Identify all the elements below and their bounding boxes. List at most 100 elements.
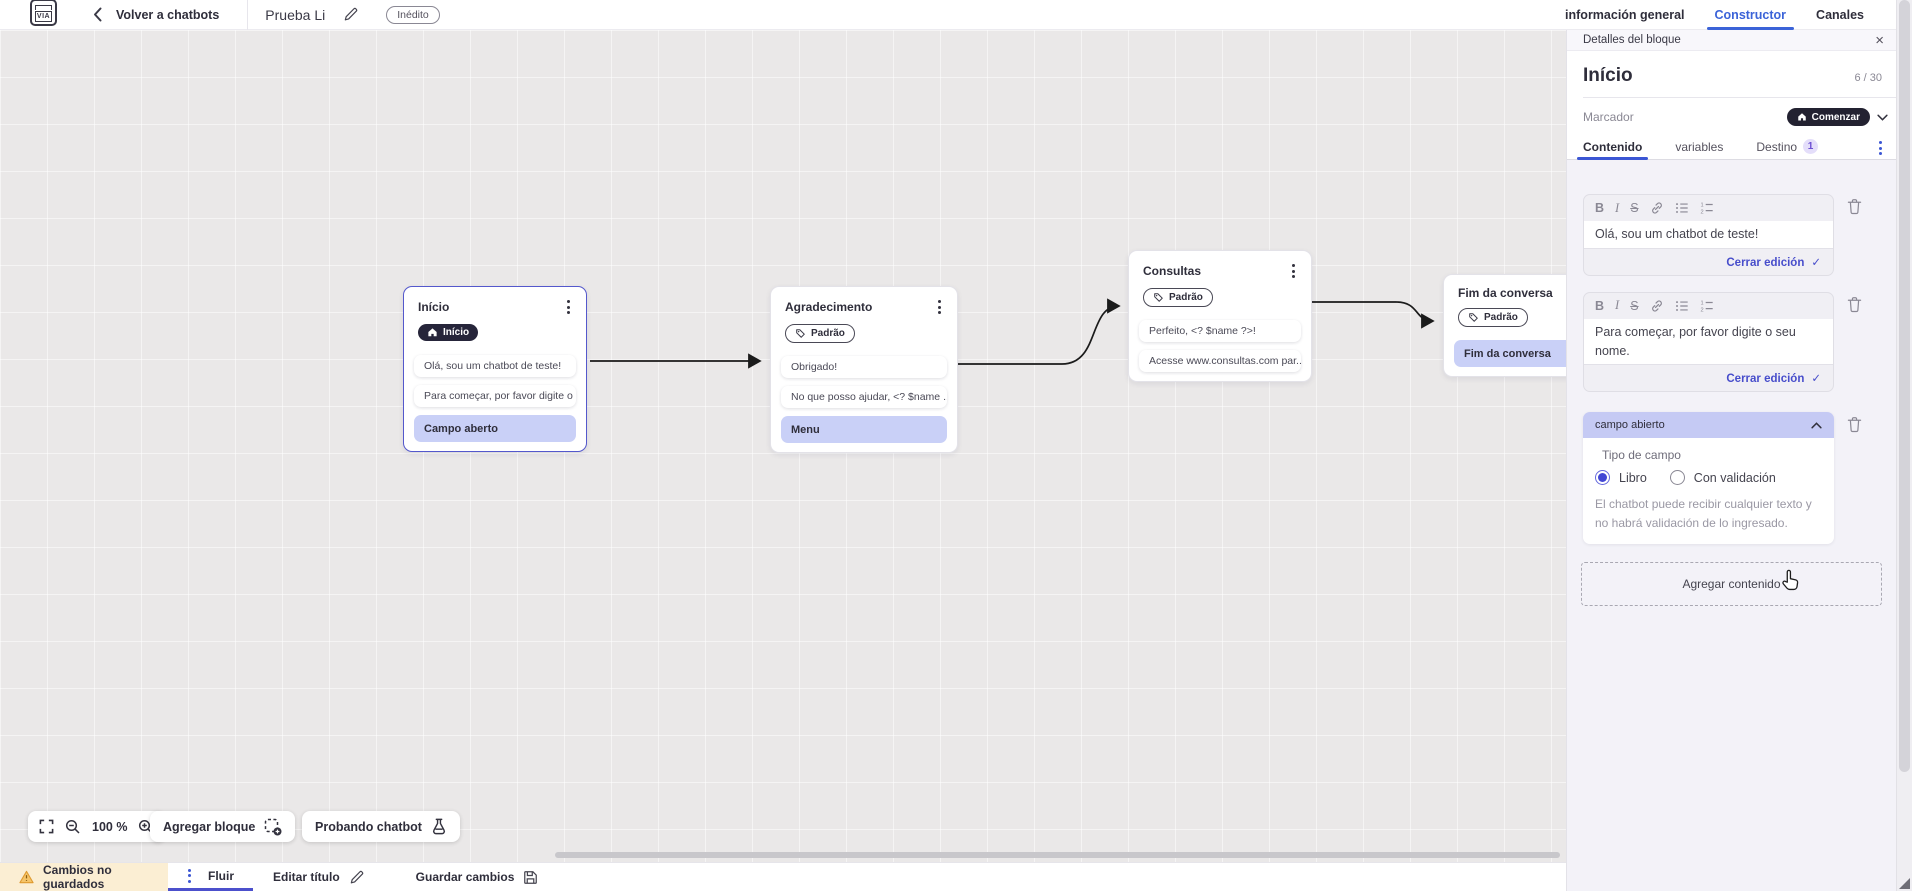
tag-icon [1469, 313, 1478, 322]
link-icon[interactable] [1650, 299, 1664, 313]
svg-text:2: 2 [1700, 307, 1703, 313]
add-block-button[interactable]: Agregar bloque [150, 811, 296, 842]
block-item[interactable]: Acesse www.consultas.com par... [1139, 350, 1301, 372]
flow-canvas[interactable]: Início Início Olá, sou um chatbot de tes… [0, 30, 1566, 862]
trash-icon [1847, 417, 1862, 433]
marker-select[interactable]: Comenzar [1786, 108, 1888, 126]
radio-libro[interactable] [1595, 470, 1610, 486]
save-changes-label: Guardar cambios [415, 870, 515, 884]
tab-variables[interactable]: variables [1675, 139, 1724, 154]
block-menu-icon[interactable] [934, 298, 945, 316]
link-icon[interactable] [1650, 201, 1664, 215]
italic-icon[interactable]: I [1615, 200, 1620, 215]
add-block-label: Agregar bloque [163, 819, 256, 834]
divider [1583, 97, 1896, 98]
edge-consultas-fim[interactable] [1312, 301, 1435, 329]
block-marker-badge: Padrão [1143, 288, 1213, 307]
pencil-icon [344, 7, 358, 21]
block-item[interactable]: Perfeito, <? $name ?>! [1139, 320, 1301, 342]
char-counter: 6 / 30 [1854, 72, 1882, 84]
svg-text:1: 1 [1700, 203, 1703, 209]
block-item-fim[interactable]: Fim da conversa [1454, 340, 1566, 367]
chatbot-title: Prueba Li [265, 6, 326, 23]
tab-constructor[interactable]: Constructor [1706, 0, 1794, 30]
canvas-horizontal-scrollbar[interactable] [555, 852, 1560, 858]
message-text-input[interactable]: Para começar, por favor digite o seu nom… [1584, 318, 1833, 365]
back-to-chatbots-button[interactable]: Volver a chatbots [93, 7, 219, 22]
chevron-up-icon [1811, 422, 1822, 429]
bottom-bar: Cambios no guardados Fluir Editar título… [0, 862, 1566, 891]
italic-icon[interactable]: I [1615, 298, 1620, 313]
close-edit-button[interactable]: Cerrar edición✓ [1584, 247, 1833, 275]
panel-title: Detalles del bloque [1583, 34, 1681, 46]
zoom-out-icon [65, 819, 80, 834]
field-help-text: El chatbot puede recibir cualquier texto… [1595, 497, 1812, 530]
open-field-header[interactable]: campo abierto [1583, 412, 1834, 439]
tab-contenido[interactable]: Contenido [1576, 134, 1649, 160]
flow-block-consultas[interactable]: Consultas Padrão Perfeito, <? $name ?>! … [1128, 250, 1312, 382]
delete-content-button[interactable] [1847, 296, 1862, 313]
logo-text: VIA [34, 11, 53, 22]
chevron-left-icon [94, 7, 102, 22]
delete-content-button[interactable] [1847, 198, 1862, 215]
test-chatbot-button[interactable]: Probando chatbot [302, 811, 460, 842]
panel-menu-icon[interactable] [1875, 139, 1886, 157]
topbar: VIA Volver a chatbots Prueba Li Inédito … [0, 0, 1912, 30]
delete-content-button[interactable] [1847, 416, 1862, 433]
flow-tab-menu-icon[interactable] [184, 867, 195, 885]
block-title: Agradecimento [785, 300, 873, 314]
flow-block-inicio[interactable]: Início Início Olá, sou um chatbot de tes… [403, 286, 587, 452]
zoom-out-button[interactable] [65, 819, 81, 835]
block-item[interactable]: Obrigado! [781, 356, 947, 378]
block-item-campo-aberto[interactable]: Campo aberto [414, 415, 576, 442]
edit-chatbot-title-button[interactable] [343, 7, 358, 22]
save-changes-button[interactable]: Guardar cambios [404, 863, 551, 891]
page-scrollbar[interactable] [1896, 0, 1912, 891]
flow-block-agradecimento[interactable]: Agradecimento Padrão Obrigado! No que po… [770, 286, 958, 453]
block-menu-icon[interactable] [563, 298, 574, 316]
test-chatbot-label: Probando chatbot [315, 819, 422, 834]
close-edit-button[interactable]: Cerrar edición✓ [1584, 364, 1833, 391]
trash-icon [1847, 296, 1862, 312]
tab-destino[interactable]: Destino 1 [1756, 134, 1819, 159]
strikethrough-icon[interactable]: S [1630, 298, 1639, 313]
flow-block-fim-da-conversa[interactable]: Fim da conversa Padrão Fim da conversa [1443, 274, 1566, 377]
radio-con-validacion[interactable] [1669, 470, 1685, 486]
field-type-label: Tipo de campo [1602, 448, 1681, 463]
scrollbar-thumb[interactable] [1899, 0, 1910, 772]
block-item-menu[interactable]: Menu [781, 416, 947, 443]
close-panel-icon[interactable]: × [1875, 31, 1884, 49]
bullet-list-icon[interactable] [1675, 299, 1689, 313]
block-item[interactable]: No que posso ajudar, <? $name ... [781, 386, 947, 408]
flow-tab-label: Fluir [208, 868, 234, 883]
block-name-field[interactable]: Início [1583, 65, 1633, 86]
block-title: Início [418, 300, 450, 314]
bullet-list-icon[interactable] [1675, 201, 1689, 215]
check-icon: ✓ [1811, 256, 1821, 269]
block-menu-icon[interactable] [1288, 262, 1299, 280]
bold-icon[interactable]: B [1595, 201, 1605, 215]
strikethrough-icon[interactable]: S [1630, 201, 1639, 215]
tab-informacion-general[interactable]: información general [1565, 8, 1685, 22]
trash-icon [1847, 199, 1862, 215]
unsaved-changes-label: Cambios no guardados [43, 863, 112, 891]
bold-icon[interactable]: B [1595, 298, 1605, 313]
block-item[interactable]: Olá, sou um chatbot de teste! [414, 355, 576, 377]
fullscreen-button[interactable] [39, 819, 54, 834]
tab-fluir[interactable]: Fluir [168, 863, 253, 891]
block-item[interactable]: Para começar, por favor digite o ... [414, 385, 576, 407]
save-icon [524, 870, 538, 884]
check-icon: ✓ [1811, 373, 1821, 386]
message-text-input[interactable]: Olá, sou um chatbot de teste! [1584, 221, 1833, 248]
tab-canales[interactable]: Canales [1816, 8, 1864, 22]
edge-agradecimento-consultas[interactable] [958, 298, 1121, 365]
fullscreen-icon [39, 819, 54, 834]
add-content-button[interactable]: Agregar contenido [1581, 562, 1882, 607]
unsaved-changes-indicator: Cambios no guardados [0, 863, 168, 891]
edit-title-button[interactable]: Editar título [261, 863, 376, 891]
tag-icon [796, 329, 805, 338]
